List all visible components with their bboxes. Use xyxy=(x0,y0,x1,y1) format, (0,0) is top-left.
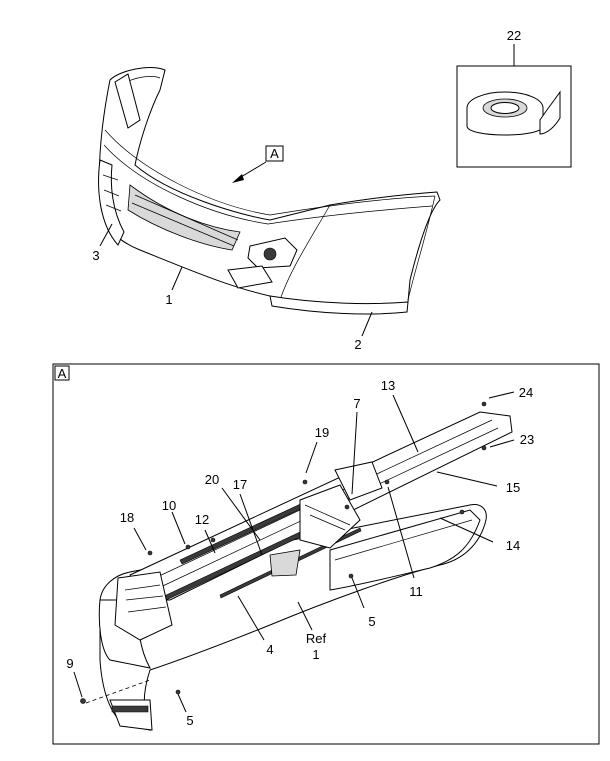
callout-17: 17 xyxy=(233,477,263,556)
svg-text:Ref: Ref xyxy=(306,631,327,646)
callout-2: 2 xyxy=(354,311,373,352)
svg-text:9: 9 xyxy=(66,656,73,671)
svg-text:12: 12 xyxy=(195,512,209,527)
svg-text:1: 1 xyxy=(165,292,172,307)
svg-text:4: 4 xyxy=(266,642,273,657)
svg-text:3: 3 xyxy=(92,248,99,263)
callout-4: 4 xyxy=(237,595,274,657)
svg-text:13: 13 xyxy=(381,378,395,393)
svg-text:5: 5 xyxy=(186,713,193,728)
callout-9: 9 xyxy=(66,656,83,698)
detail-a-marker-text: A xyxy=(58,366,67,381)
callout-19: 19 xyxy=(305,425,329,474)
callout-5-left: 5 xyxy=(177,693,194,728)
svg-text:23: 23 xyxy=(520,432,534,447)
part-22-detail-box xyxy=(456,65,572,168)
callout-23: 23 xyxy=(489,432,534,448)
svg-text:14: 14 xyxy=(506,538,520,553)
view-a-arrow xyxy=(232,161,267,183)
bumper-exploded-view xyxy=(80,401,513,731)
svg-text:15: 15 xyxy=(506,480,520,495)
svg-text:2: 2 xyxy=(354,337,361,352)
bumper-assembly-overview xyxy=(98,67,441,315)
callout-7: 7 xyxy=(351,396,361,495)
callout-1: 1 xyxy=(165,266,183,307)
callout-3: 3 xyxy=(92,223,113,263)
callout-14: 14 xyxy=(439,517,520,553)
svg-text:20: 20 xyxy=(205,472,219,487)
svg-text:5: 5 xyxy=(368,614,375,629)
callout-24: 24 xyxy=(488,385,533,400)
svg-text:11: 11 xyxy=(409,584,423,599)
svg-text:10: 10 xyxy=(162,498,176,513)
callout-12: 12 xyxy=(195,512,216,554)
svg-text:17: 17 xyxy=(233,477,247,492)
callout-18: 18 xyxy=(120,510,147,551)
callout-5-right: 5 xyxy=(351,577,376,629)
callout-11: 11 xyxy=(387,486,423,599)
callout-13: 13 xyxy=(381,378,419,453)
svg-text:24: 24 xyxy=(519,385,533,400)
svg-text:7: 7 xyxy=(353,396,360,411)
svg-text:22: 22 xyxy=(507,28,521,43)
svg-text:19: 19 xyxy=(315,425,329,440)
svg-text:18: 18 xyxy=(120,510,134,525)
view-a-marker-text: A xyxy=(270,146,279,161)
detail-a-frame: A xyxy=(52,363,600,745)
callout-10: 10 xyxy=(162,498,186,545)
callout-ref-1: Ref 1 xyxy=(297,601,327,662)
view-a-marker: A xyxy=(265,145,284,162)
svg-text:1: 1 xyxy=(312,647,319,662)
callout-22: 22 xyxy=(507,28,521,66)
callout-15: 15 xyxy=(436,471,520,495)
